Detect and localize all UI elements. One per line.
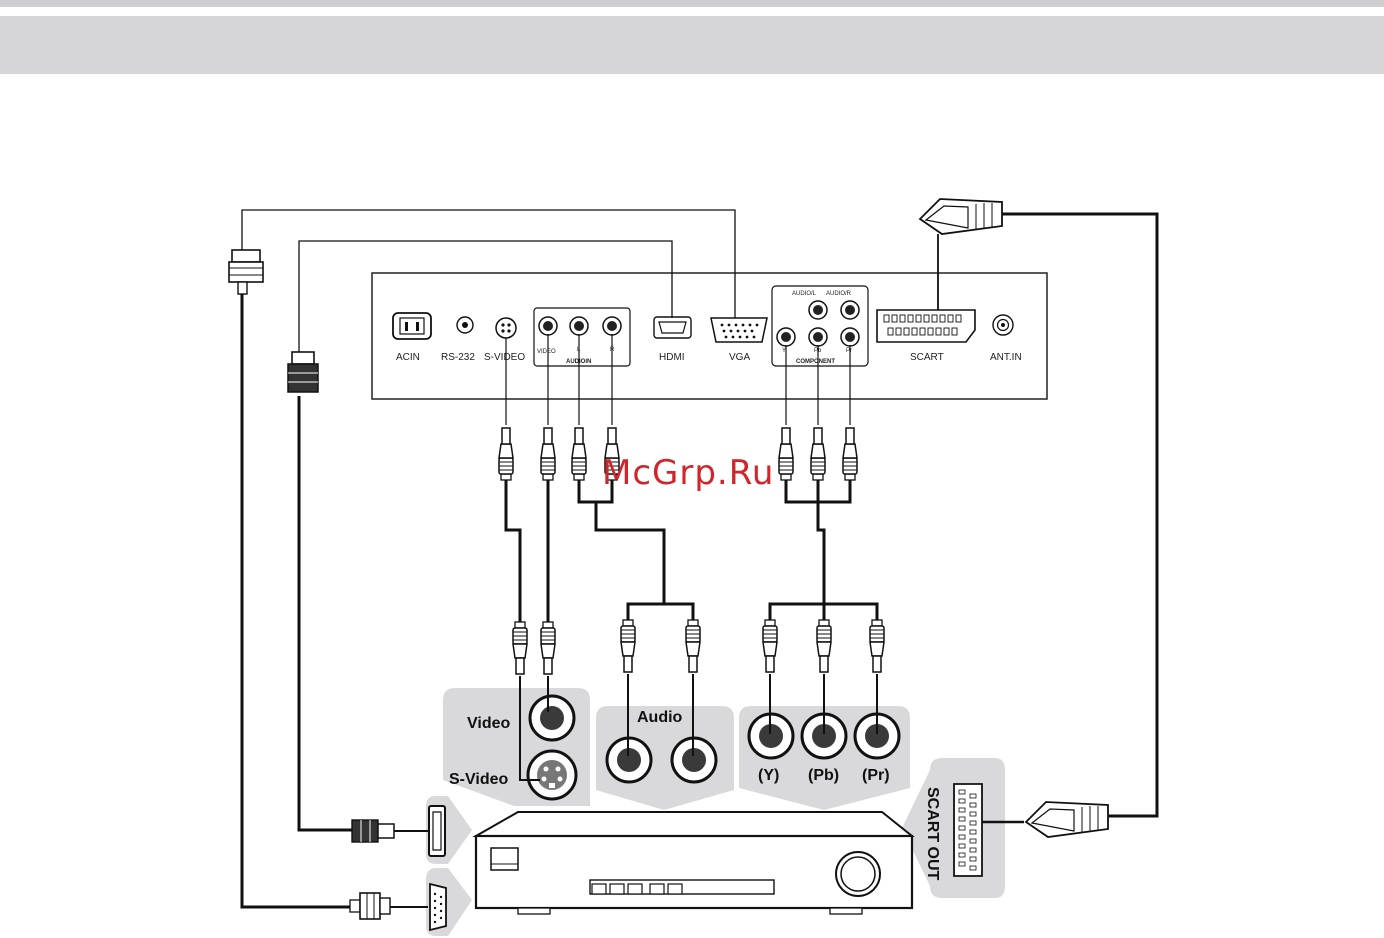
audio-l-plug-upper-icon [572,428,586,480]
comp-pb-plug-upper-icon [811,428,825,480]
vga-label: VGA [729,352,750,363]
svideo-plug-lower-icon [513,622,527,674]
device-scart-socket-icon [954,784,982,876]
dvd-player-icon [476,812,912,914]
comp-pr-jack-icon [841,328,859,346]
device-pr-label: (Pr) [862,767,890,784]
comp-y-jack-icon [777,328,795,346]
rs232-port-icon [457,317,473,333]
scart-plug-lower-icon [1026,802,1108,837]
comp-pb-plug-lower-icon [817,620,831,672]
comp-y-plug-lower-icon [763,620,777,672]
comp-audio-l-jack-icon [809,301,827,319]
antenna-port-icon [993,315,1013,335]
device-hdmi-port-icon [429,806,445,856]
device-vga-panel [426,868,472,936]
video-plug-lower-icon [541,622,555,674]
device-hdmi-panel [426,796,472,864]
ant-in-label: ANT.IN [990,352,1022,363]
comp-audio-r-label: AUDIO/R [826,291,852,297]
device-video-panel: Video S-Video [443,688,590,806]
device-vga-port-icon [430,884,446,930]
comp-pr-label: Pr [846,348,852,354]
video-plug-upper-icon [541,428,555,480]
device-audio-panel: Audio [596,706,734,810]
audio-l-plug-lower-icon [621,620,635,672]
vga-plug-lower-icon [350,893,428,919]
svideo-label: S-VIDEO [484,352,525,363]
device-y-label: (Y) [758,767,779,784]
vga-port-icon [711,318,767,342]
acin-port-icon [393,313,431,339]
comp-pr-plug-lower-icon [870,620,884,672]
comp-audio-r-jack-icon [841,301,859,319]
acin-label: ACIN [396,352,420,363]
device-svideo-label: S-Video [449,771,509,788]
svideo-plug-upper-icon [499,428,513,480]
device-video-label: Video [467,715,511,732]
device-scart-panel: SCART OUT [902,758,1005,898]
video-label: VIDEO [537,349,556,355]
tv-back-panel: ACIN RS-232 S-VIDEO VIDEO L R AUDIOIN H [372,273,1047,399]
svideo-port-icon [496,318,516,338]
hdmi-label: HDMI [659,352,685,363]
vga-plug-upper-icon [229,250,263,294]
audio-l-jack-icon [570,317,588,335]
comp-y-plug-upper-icon [779,428,793,480]
device-svideo-jack-icon [528,751,576,799]
device-video-jack-icon [530,696,574,740]
watermark-text: McGrp.Ru [602,453,774,493]
hdmi-plug-lower-icon [352,820,428,842]
device-pb-label: (Pb) [808,767,839,784]
comp-audio-l-label: AUDIO/L [792,291,817,297]
device-scart-out-label: SCART OUT [924,787,941,881]
hdmi-port-icon [654,317,691,338]
audio-r-plug-lower-icon [686,620,700,672]
audio-r-jack-icon [603,317,621,335]
scart-port-icon [877,310,975,342]
hdmi-plug-upper-icon [288,352,318,392]
scart-label: SCART [910,352,944,363]
component-label: COMPONENT [796,359,835,365]
video-in-jack-icon [539,317,557,335]
comp-pb-jack-icon [809,328,827,346]
device-audio-label: Audio [637,709,683,726]
rs232-label: RS-232 [441,352,475,363]
comp-pr-plug-upper-icon [843,428,857,480]
scart-plug-upper-icon [920,199,1002,234]
